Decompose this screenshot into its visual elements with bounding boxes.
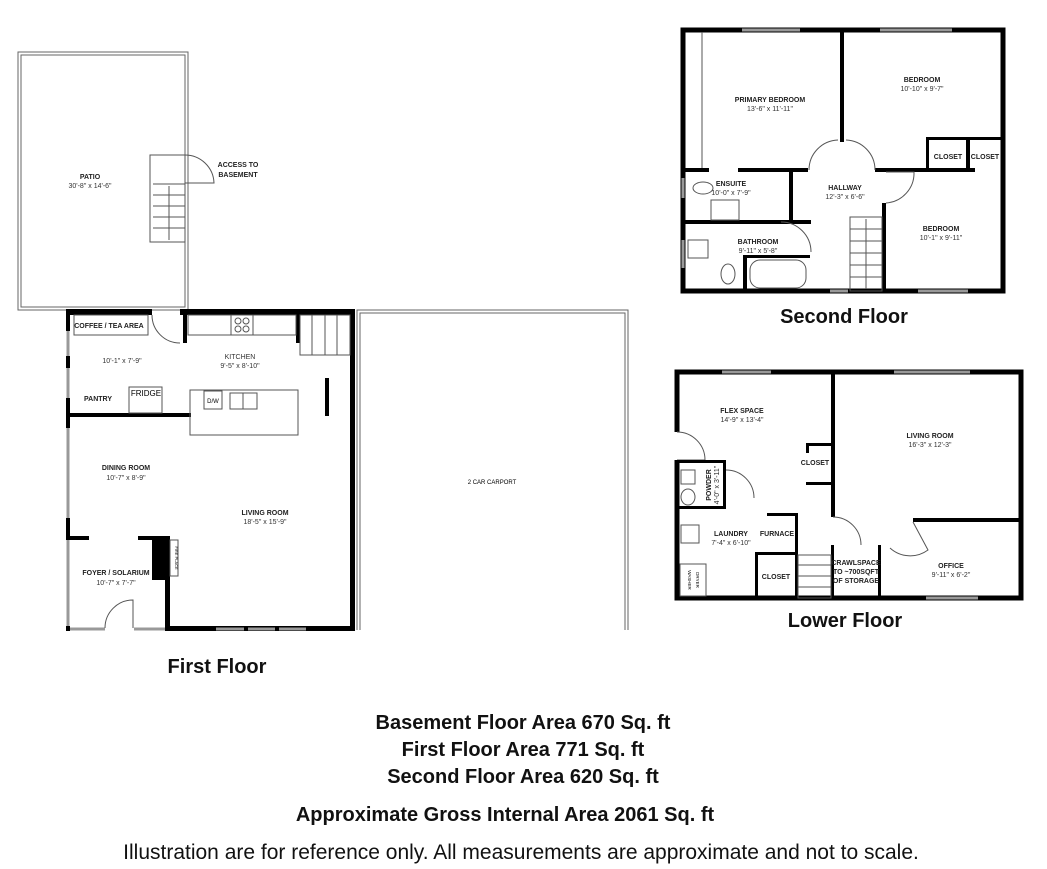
stove-icon	[230, 314, 254, 336]
first-floor-plan: PATIO 30'-8" x 14'-6" ACCESS TO BASEMENT	[17, 51, 629, 678]
room-dims: 18'-5" x 15'-9"	[243, 519, 287, 526]
stairs-icon	[149, 154, 186, 243]
closet-label: CLOSET	[971, 154, 1000, 161]
closet-label: CLOSET	[934, 154, 963, 161]
toilet-icon	[680, 488, 696, 506]
second-floor-title: Second Floor	[780, 306, 908, 328]
patio: PATIO 30'-8" x 14'-6" ACCESS TO BASEMENT	[17, 51, 259, 311]
room-label: DINING ROOM	[102, 465, 150, 472]
room-dims: 30'-8" x 14'-6"	[68, 183, 112, 190]
basement-area: Basement Floor Area 670 Sq. ft	[376, 712, 671, 734]
room-label: FOYER / SOLARIUM	[82, 570, 149, 577]
crawlspace-label: TO ~700SQFT	[833, 569, 880, 576]
room-label: ENSUITE	[716, 181, 747, 188]
sink-icon	[680, 469, 696, 485]
room-dims: 10'-0" x 7'-9"	[711, 190, 751, 197]
gross-area: Approximate Gross Internal Area 2061 Sq.…	[296, 804, 715, 826]
room-dims: 10'-1" x 7'-9"	[102, 358, 142, 365]
room-label: PATIO	[80, 174, 101, 181]
carport: 2 CAR CARPORT	[356, 309, 629, 630]
room-dims: 13'-6" x 11'-11"	[747, 106, 793, 113]
room-label: LIVING ROOM	[241, 510, 288, 517]
closet-label: CLOSET	[801, 460, 830, 467]
door-swing-icon	[725, 469, 755, 499]
fridge	[128, 386, 163, 414]
room-label: BEDROOM	[904, 77, 941, 84]
kitchen-island	[189, 389, 299, 436]
first-floor-area: First Floor Area 771 Sq. ft	[402, 739, 645, 761]
dishwasher-label: D/W	[207, 399, 219, 405]
door-swing-icon	[104, 599, 134, 629]
crawlspace-label: OF STORAGE	[833, 578, 879, 585]
door-swing-icon	[151, 314, 181, 344]
room-dims: 10'-7" x 7'-7"	[96, 580, 136, 587]
washer-dryer	[679, 563, 707, 597]
fireplace	[152, 536, 168, 580]
fridge-label: FRIDGE	[131, 389, 161, 398]
door-swing-icon	[676, 431, 706, 461]
room-label: KITCHEN	[225, 354, 256, 361]
room-label: BATHROOM	[738, 239, 779, 246]
room-label: OFFICE	[938, 563, 964, 570]
area-summary: Basement Floor Area 670 Sq. ft First Flo…	[123, 712, 919, 864]
room-dims: 16'-3" x 12'-3"	[908, 442, 952, 449]
disclaimer: Illustration are for reference only. All…	[123, 841, 919, 864]
carport-label: 2 CAR CARPORT	[468, 480, 517, 486]
room-label: PRIMARY BEDROOM	[735, 97, 806, 104]
room-dims: 10'-7" x 8'-9"	[106, 475, 146, 482]
stairs-icon	[849, 216, 883, 292]
dryer-label: DRYER	[695, 572, 700, 588]
lower-floor-plan: WASHER DRYER FLEX SPACE 14'-9" x 13'-4" …	[674, 369, 1024, 632]
lower-floor-title: Lower Floor	[788, 610, 903, 632]
door-swing-icon	[889, 521, 929, 557]
sink-icon	[680, 524, 700, 544]
sink-icon	[687, 239, 709, 259]
room-dims: 10'-10" x 9'-7"	[900, 86, 944, 93]
room-label: POWDER	[706, 469, 713, 501]
dishwasher	[203, 390, 223, 410]
pantry-label: PANTRY	[84, 396, 112, 403]
door-swing-icon	[832, 516, 862, 546]
room-dims: 7'-4" x 6'-10"	[711, 540, 751, 547]
door-swing-icon	[885, 171, 915, 204]
room-label: FLEX SPACE	[720, 408, 764, 415]
closet-label: CLOSET	[762, 574, 791, 581]
room-dims: 4'-0" x 3'-11"	[714, 465, 721, 504]
washer-label: WASHER	[687, 570, 692, 590]
room-dims: 10'-1" x 9'-11"	[920, 235, 963, 242]
sink-icon	[710, 199, 740, 221]
room-dims: 14'-9" x 13'-4"	[720, 417, 764, 424]
room-dims: 9'-5" x 8'-10"	[220, 363, 260, 370]
toilet-icon	[720, 263, 736, 285]
access-label: BASEMENT	[218, 172, 258, 179]
room-label: LIVING ROOM	[906, 433, 953, 440]
furnace-label: FURNACE	[760, 531, 795, 538]
room-dims: 9'-11" x 5'-8"	[739, 248, 778, 255]
door-swing-icon	[845, 139, 876, 171]
toilet-icon	[692, 181, 714, 195]
fireplace-label: FIRE PLACE	[174, 546, 179, 570]
room-label: LAUNDRY	[714, 531, 748, 538]
access-label: ACCESS TO	[218, 162, 259, 169]
stairs-icon	[299, 314, 351, 356]
first-floor-title: First Floor	[168, 656, 267, 678]
room-label: HALLWAY	[828, 185, 862, 192]
second-floor-area: Second Floor Area 620 Sq. ft	[387, 766, 659, 788]
door-swing-icon	[808, 139, 839, 171]
crawlspace-label: CRAWLSPACE	[831, 560, 881, 567]
room-label: BEDROOM	[923, 226, 960, 233]
second-floor-plan: PRIMARY BEDROOM 13'-6" x 11'-11" BEDROOM…	[680, 27, 1006, 328]
room-dims: 9'-11" x 6'-2"	[932, 572, 971, 579]
door-swing-icon	[184, 154, 215, 184]
room-dims: 12'-3" x 6'-6"	[825, 194, 865, 201]
door-swing-icon	[780, 221, 812, 253]
room-label: COFFEE / TEA AREA	[74, 323, 143, 330]
bathtub-icon	[749, 259, 807, 289]
stairs-icon	[797, 554, 832, 599]
